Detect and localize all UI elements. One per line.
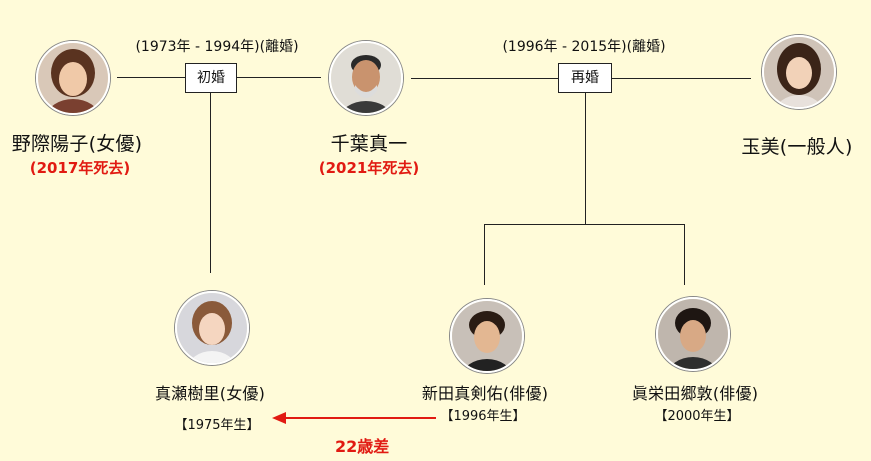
birth-manase: 【1975年生】 bbox=[174, 418, 260, 433]
name-arata: 新田真剣佑(俳優) bbox=[421, 384, 549, 403]
child-arata-line bbox=[484, 224, 485, 285]
marriage2-period: (1996年 - 2015年)(離婚) bbox=[502, 39, 666, 55]
death-note-nogiwa: (2017年死去) bbox=[29, 159, 131, 177]
age-diff-arrow bbox=[272, 412, 436, 424]
marriage2-child-line bbox=[585, 93, 586, 224]
name-gordon: 眞栄田郷敦(俳優) bbox=[631, 384, 759, 403]
death-note-chiba: (2021年死去) bbox=[318, 159, 420, 177]
avatar-manase bbox=[175, 291, 249, 365]
marriage1-child-line bbox=[210, 93, 211, 273]
avatar-tamami bbox=[762, 35, 836, 109]
birth-gordon: 【2000年生】 bbox=[654, 409, 740, 424]
name-chiba: 千葉真一 bbox=[330, 133, 408, 155]
birth-arata: 【1996年生】 bbox=[440, 409, 526, 424]
avatar-arata bbox=[450, 299, 524, 373]
name-nogiwa: 野際陽子(女優) bbox=[11, 133, 143, 155]
name-tamami: 玉美(一般人) bbox=[741, 136, 853, 158]
avatar-nogiwa bbox=[36, 41, 110, 115]
child-gordon-line bbox=[684, 224, 685, 285]
age-diff-label: 22歳差 bbox=[335, 437, 390, 456]
children-bar bbox=[484, 224, 684, 225]
marriage2-box: 再婚 bbox=[558, 63, 612, 93]
name-manase: 真瀬樹里(女優) bbox=[154, 384, 266, 403]
marriage1-box: 初婚 bbox=[185, 63, 237, 93]
avatar-gordon bbox=[656, 297, 730, 371]
avatar-chiba bbox=[329, 41, 403, 115]
marriage1-period: (1973年 - 1994年)(離婚) bbox=[135, 39, 299, 55]
